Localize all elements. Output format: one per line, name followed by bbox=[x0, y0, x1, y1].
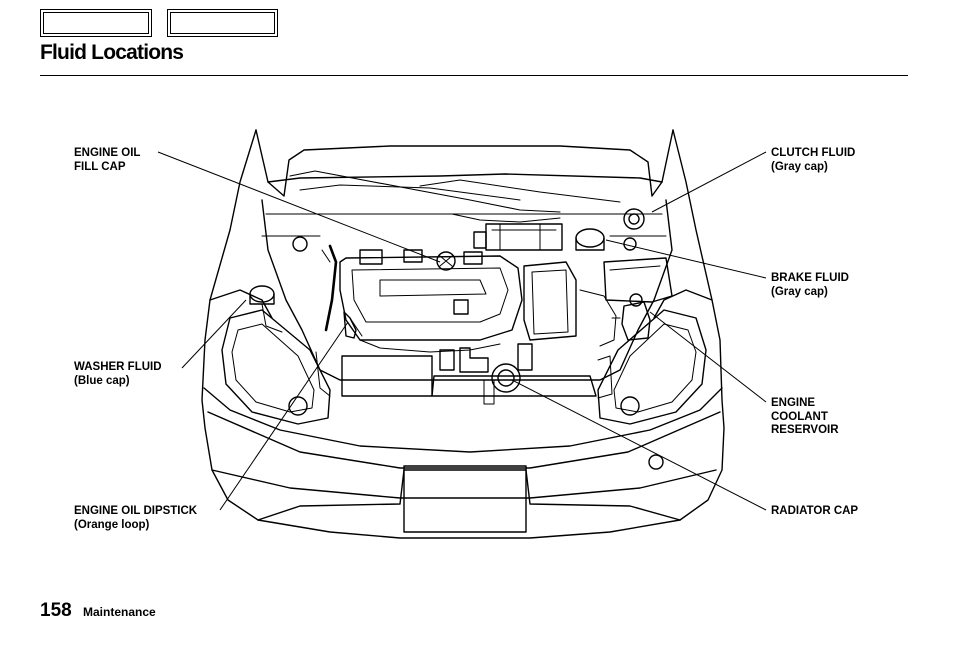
coolant-reservoir bbox=[611, 293, 651, 341]
callout-line: ENGINE OIL bbox=[74, 147, 141, 159]
callout-washer-fluid: WASHER FLUID (Blue cap) bbox=[74, 361, 162, 388]
washer-reservoir bbox=[249, 285, 283, 333]
callout-engine-coolant-reservoir: ENGINE COOLANT RESERVOIR bbox=[771, 397, 839, 438]
callout-leader-lines bbox=[157, 151, 767, 511]
page-number: 158 bbox=[40, 600, 72, 621]
callout-clutch-fluid: CLUTCH FLUID (Gray cap) bbox=[771, 147, 855, 174]
callout-brake-fluid: BRAKE FLUID (Gray cap) bbox=[771, 272, 849, 299]
callout-line: BRAKE FLUID bbox=[771, 272, 849, 284]
callout-line: RADIATOR CAP bbox=[771, 505, 859, 517]
page-title: Fluid Locations bbox=[40, 41, 184, 64]
callout-line: ENGINE OIL DIPSTICK bbox=[74, 505, 198, 517]
radiator-support bbox=[315, 343, 613, 405]
callout-line: FILL CAP bbox=[74, 160, 126, 173]
leader-washer-fluid bbox=[181, 299, 247, 369]
leader-engine-oil-dipstick bbox=[219, 321, 349, 511]
car-body-outline bbox=[201, 129, 725, 539]
firewall-components bbox=[292, 208, 645, 252]
callout-line: WASHER FLUID bbox=[74, 361, 162, 373]
callout-line: (Orange loop) bbox=[74, 518, 150, 531]
callout-line: COOLANT bbox=[771, 410, 828, 423]
headlights bbox=[221, 309, 707, 470]
callout-engine-oil-fill-cap: ENGINE OIL FILL CAP bbox=[74, 147, 140, 174]
engine-block bbox=[321, 244, 523, 353]
footer-section-name: Maintenance bbox=[83, 605, 156, 619]
callout-line: CLUTCH FLUID bbox=[771, 147, 856, 159]
leader-engine-coolant-reservoir bbox=[649, 311, 767, 403]
title-divider bbox=[40, 75, 908, 76]
license-plate bbox=[403, 465, 527, 533]
callout-line: (Gray cap) bbox=[771, 160, 828, 173]
nav-tab-box-right[interactable] bbox=[167, 9, 278, 37]
engine-bay-walls bbox=[261, 199, 673, 381]
callout-line: (Gray cap) bbox=[771, 285, 828, 298]
leader-brake-fluid bbox=[605, 239, 767, 279]
battery-airbox bbox=[523, 257, 673, 347]
leader-radiator-cap bbox=[511, 379, 767, 511]
leader-engine-oil-fill-cap bbox=[157, 151, 441, 263]
callout-line: ENGINE bbox=[771, 397, 816, 409]
nav-tab-box-left[interactable] bbox=[40, 9, 152, 37]
callout-radiator-cap: RADIATOR CAP bbox=[771, 505, 858, 519]
leader-clutch-fluid bbox=[651, 151, 767, 213]
callout-line: RESERVOIR bbox=[771, 424, 839, 436]
oil-dipstick bbox=[343, 311, 363, 339]
hood-outline bbox=[255, 129, 674, 213]
callout-engine-oil-dipstick: ENGINE OIL DIPSTICK (Orange loop) bbox=[74, 505, 197, 532]
callout-line: (Blue cap) bbox=[74, 374, 130, 387]
